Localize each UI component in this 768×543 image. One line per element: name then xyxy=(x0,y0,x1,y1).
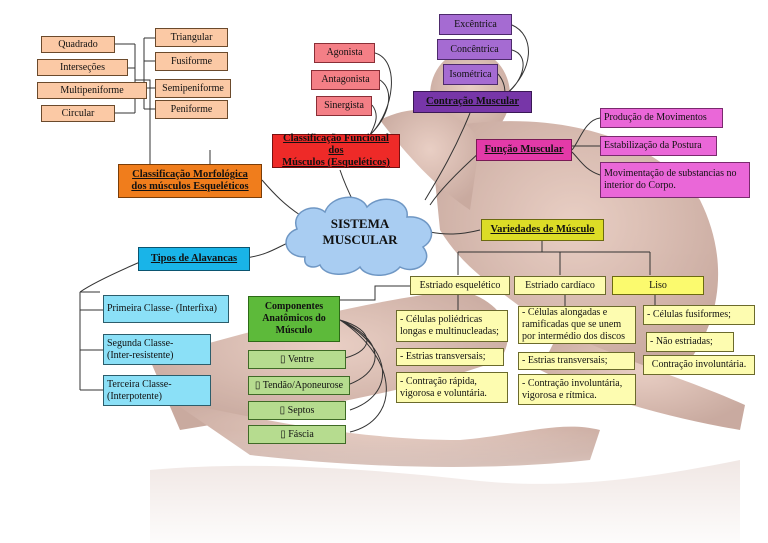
tipo-cardiaco: Estriado cardíaco xyxy=(514,276,606,295)
comp-septos: ▯ Septos xyxy=(248,401,346,420)
center-title: SISTEMA MUSCULAR xyxy=(322,216,398,247)
contr-excentrica: Excêntrica xyxy=(439,14,512,35)
alavanca-primeira: Primeira Classe- (Interfixa) xyxy=(103,295,229,323)
comp-tendao: ▯ Tendão/Aponeurose xyxy=(248,376,350,395)
card-contracao: - Contração involuntária, vigorosa e rít… xyxy=(518,374,636,405)
morf-triangular: Triangular xyxy=(155,28,228,47)
card-celulas: - Células alongadas e ramificadas que se… xyxy=(518,306,636,344)
card-estrias: - Estrias transversais; xyxy=(518,352,635,370)
funcao-movimentacao: Movimentação de substancias no interior … xyxy=(600,162,750,198)
morf-peniforme: Peniforme xyxy=(155,100,228,119)
liso-contracao: Contração involuntária. xyxy=(643,355,755,375)
morf-intersecoes: Interseções xyxy=(37,59,128,76)
liso-celulas: - Células fusiformes; xyxy=(643,305,755,325)
tipo-esqueletico: Estriado esquelético xyxy=(410,276,510,295)
variedades-heading: Variedades de Músculo xyxy=(481,219,604,241)
alavanca-terceira: Terceira Classe- (Interpotente) xyxy=(103,375,211,406)
esq-estrias: - Estrias transversais; xyxy=(396,348,504,366)
func-antagonista: Antagonista xyxy=(311,70,380,90)
comp-fascia: ▯ Fáscia xyxy=(248,425,346,444)
funcao-producao: Produção de Movimentos xyxy=(600,108,723,128)
contracao-heading: Contração Muscular xyxy=(413,91,532,113)
tipo-liso: Liso xyxy=(612,276,704,295)
morf-fusiforme: Fusiforme xyxy=(155,52,228,71)
func-sinergista: Sinergista xyxy=(316,96,372,116)
esq-celulas: - Células poliédricas longas e multinucl… xyxy=(396,310,508,342)
funcao-heading: Função Muscular xyxy=(476,139,572,161)
comp-ventre: ▯ Ventre xyxy=(248,350,346,369)
morf-semipeniforme: Semipeniforme xyxy=(155,79,231,98)
alavanca-segunda: Segunda Classe- (Inter-resistente) xyxy=(103,334,211,365)
morf-circular: Circular xyxy=(41,105,115,122)
esq-contracao: - Contração rápida, vigorosa e voluntári… xyxy=(396,372,508,403)
alavancas-heading: Tipos de Alavancas xyxy=(138,247,250,271)
funcao-estabilizacao: Estabilização da Postura xyxy=(600,136,717,156)
contr-concentrica: Concêntrica xyxy=(437,39,512,60)
morf-quadrado: Quadrado xyxy=(41,36,115,53)
morf-multipeniforme: Multipeniforme xyxy=(37,82,147,99)
funcional-heading: Classificação Funcional dos Músculos (Es… xyxy=(272,133,400,168)
center-cloud-shape xyxy=(285,196,433,276)
contr-isometrica: Isométrica xyxy=(443,64,498,85)
func-agonista: Agonista xyxy=(314,43,375,63)
morfologica-heading: Classificação Morfológica dos músculos E… xyxy=(118,164,262,198)
liso-nao-estriadas: - Não estriadas; xyxy=(646,332,734,352)
componentes-heading: Componentes Anatômicos do Músculo xyxy=(248,296,340,342)
